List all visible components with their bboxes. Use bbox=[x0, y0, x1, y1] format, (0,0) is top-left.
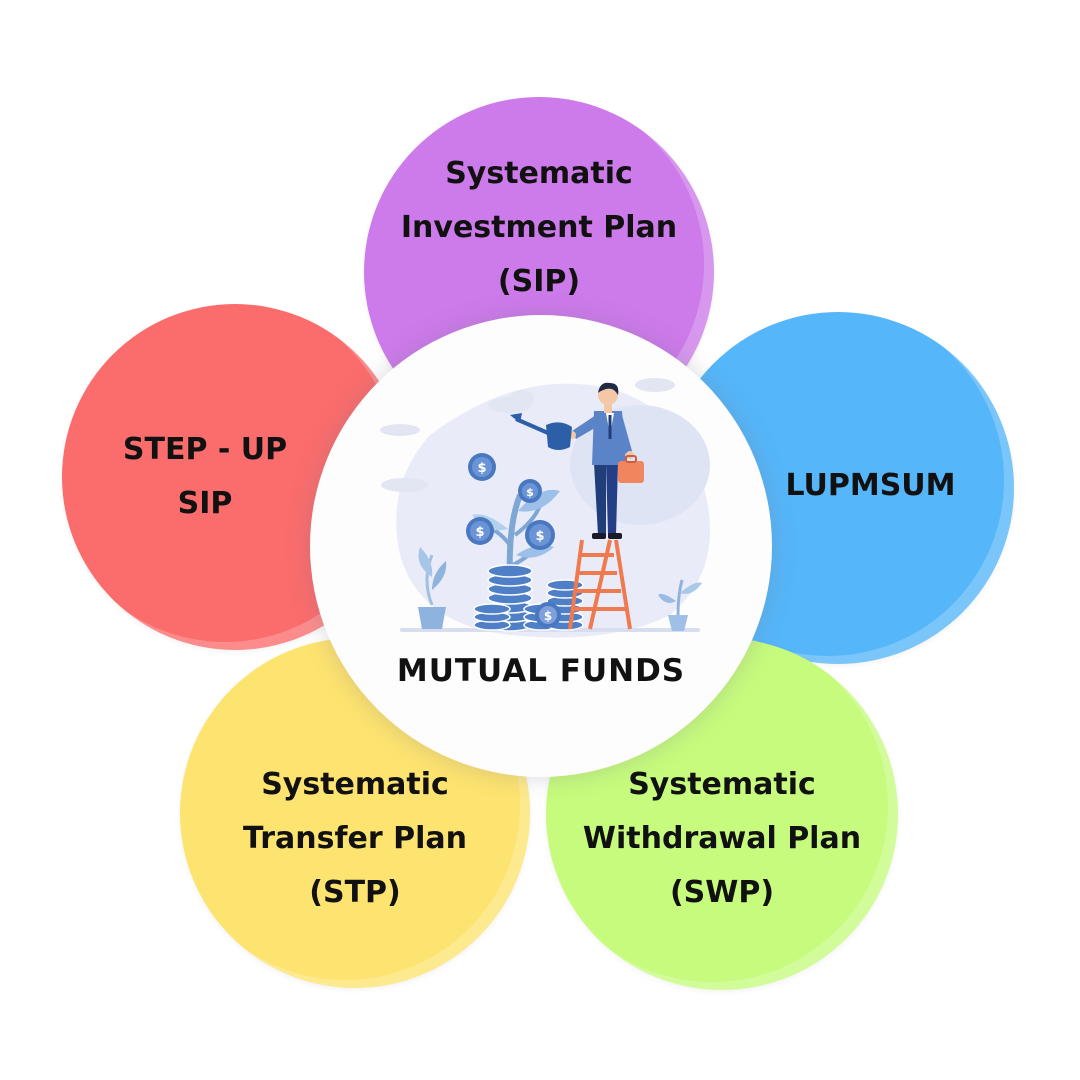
petal-step-up-line-2: SIP bbox=[177, 486, 233, 521]
petal-swp-line-1: Systematic bbox=[628, 767, 816, 802]
petal-stp-line-3: (STP) bbox=[309, 875, 401, 910]
petal-sip-line-2: Investment Plan bbox=[400, 210, 678, 245]
petal-swp-line-3: (SWP) bbox=[669, 875, 775, 910]
petal-stp-line-2: Transfer Plan bbox=[243, 821, 467, 856]
petal-swp-line-2: Withdrawal Plan bbox=[582, 821, 862, 856]
petal-lumpsum-line-1: LUPMSUM bbox=[785, 468, 956, 503]
svg-text:$: $ bbox=[477, 461, 486, 476]
petal-step-up-line-1: STEP - UP bbox=[122, 432, 288, 467]
petal-sip-line-3: (SIP) bbox=[497, 264, 581, 299]
svg-text:$: $ bbox=[526, 486, 534, 499]
businessman-watering-money-plant-icon: $ $ $ $ bbox=[380, 378, 710, 638]
center-circle: $ $ $ $ bbox=[310, 315, 772, 777]
center-title: MUTUAL FUNDS bbox=[396, 653, 686, 689]
svg-text:$: $ bbox=[475, 525, 484, 540]
petal-stp-line-1: Systematic bbox=[261, 767, 449, 802]
svg-text:$: $ bbox=[544, 609, 552, 623]
petal-sip-line-1: Systematic bbox=[445, 156, 633, 191]
svg-text:$: $ bbox=[535, 529, 544, 544]
